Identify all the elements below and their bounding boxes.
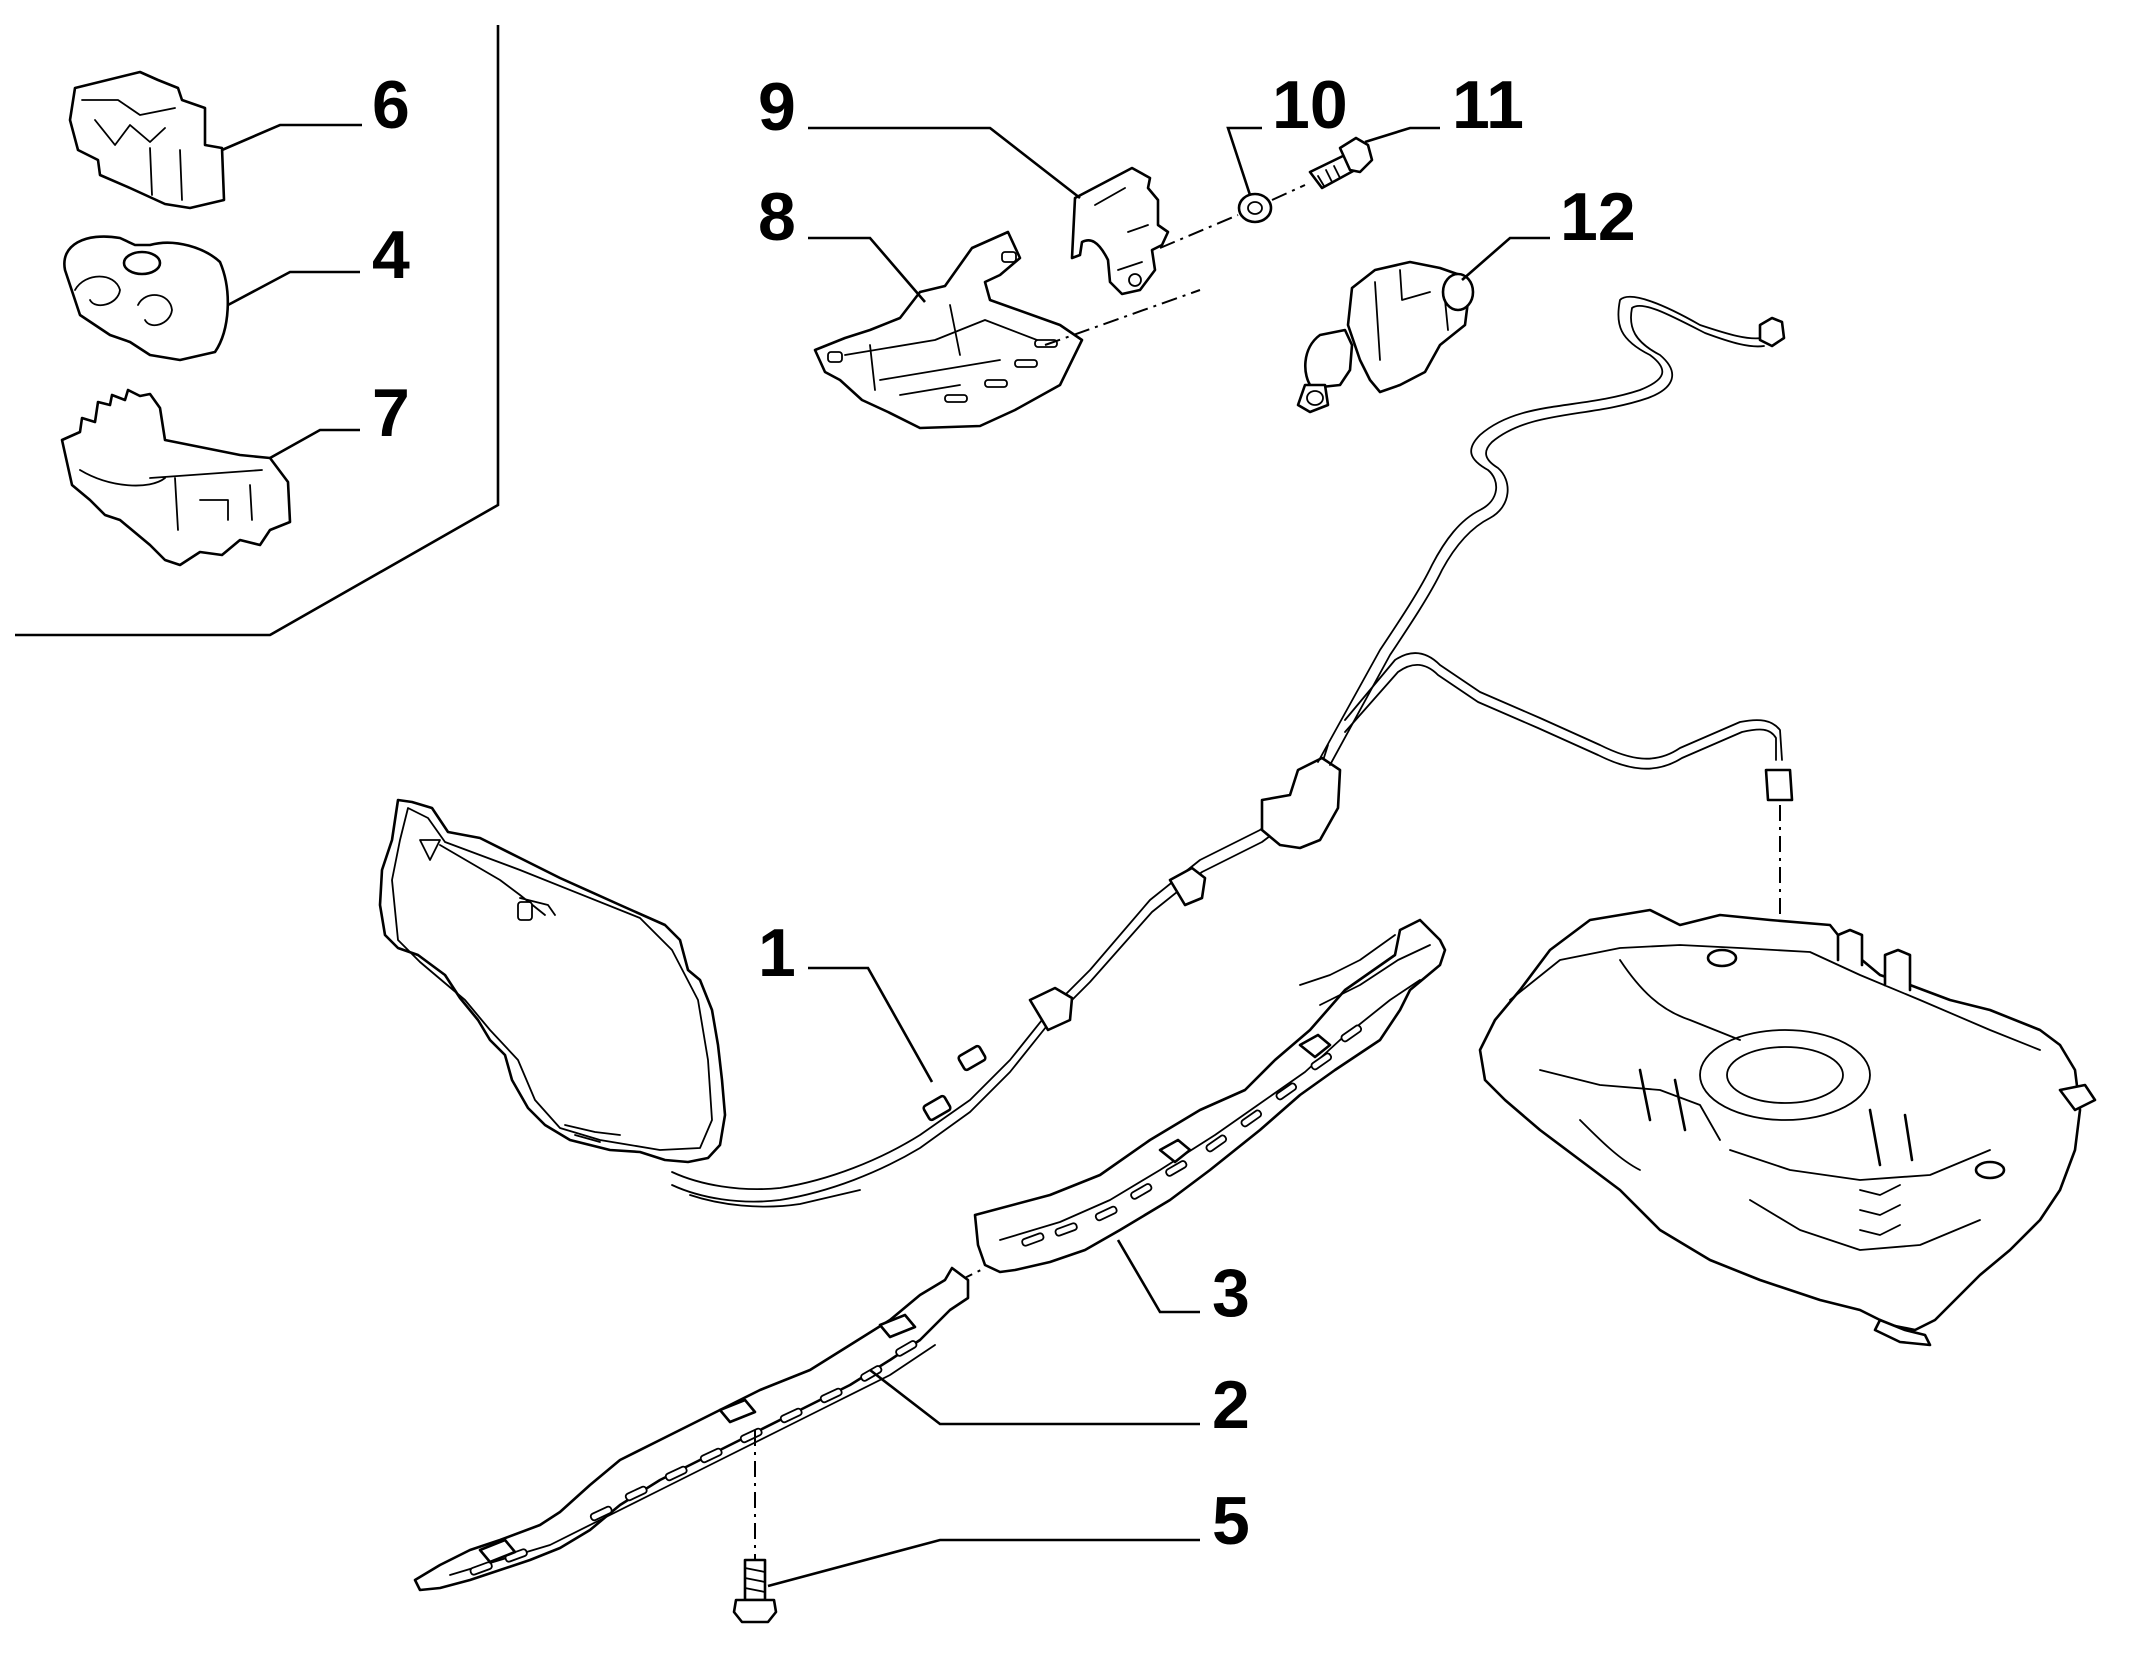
part-3-rail [973, 918, 1447, 1274]
leader-10 [1226, 126, 1262, 196]
inset-frame [15, 25, 500, 637]
part-2-rail [413, 1266, 970, 1592]
callout-6: 6 [372, 67, 410, 143]
leader-12 [1461, 236, 1550, 281]
leader-6 [221, 123, 362, 152]
callout-4: 4 [372, 217, 410, 293]
part-10-washer [1237, 192, 1273, 224]
part-12-filter [1296, 260, 1475, 414]
callout-12: 12 [1560, 179, 1636, 255]
axis-10-11 [1271, 184, 1306, 201]
callout-1: 1 [758, 915, 796, 991]
part-4-grommet [63, 235, 230, 362]
part-8-support-plate [813, 230, 1084, 430]
leader-2 [869, 1368, 1200, 1426]
callout-5: 5 [1212, 1483, 1250, 1559]
part-1-fuel-lines [671, 295, 1794, 1208]
part-9-clamp [1070, 166, 1170, 296]
leader-3 [1116, 1239, 1200, 1314]
leader-9 [808, 126, 1081, 200]
leader-1 [808, 966, 934, 1083]
callout-9: 9 [758, 69, 796, 145]
leader-4 [227, 270, 360, 307]
axis-9-10 [1159, 214, 1239, 249]
callout-11: 11 [1452, 67, 1524, 143]
leader-7 [269, 428, 360, 460]
axis-8-9 [1044, 289, 1201, 346]
leader-5 [767, 1538, 1200, 1588]
part-11-bolt [1308, 136, 1374, 190]
callout-2: 2 [1212, 1367, 1250, 1443]
callout-3: 3 [1212, 1255, 1250, 1331]
part-6-clip [68, 70, 226, 210]
leader-11 [1364, 126, 1440, 144]
part-7-bracket [60, 388, 292, 567]
callout-10: 10 [1272, 67, 1348, 143]
callout-8: 8 [758, 179, 796, 255]
fuel-tank [1478, 908, 2097, 1347]
leader-8 [808, 236, 926, 303]
part-5-bolt [732, 1558, 778, 1624]
heat-shield [378, 798, 727, 1164]
callout-7: 7 [372, 375, 410, 451]
